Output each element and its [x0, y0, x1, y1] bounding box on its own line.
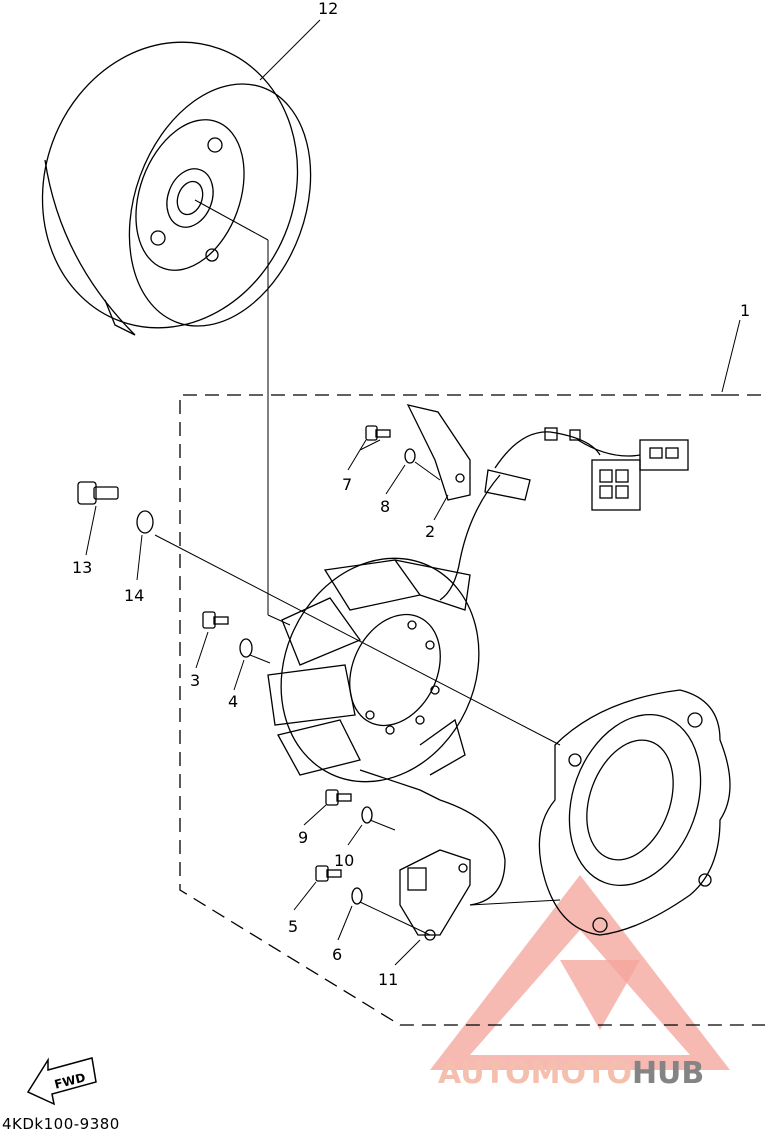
callout-14: 14: [124, 586, 144, 605]
washer-14: [136, 510, 154, 534]
screw-5: [315, 865, 342, 882]
fwd-direction-arrow: FWD: [26, 1057, 97, 1106]
washer-6: [351, 887, 363, 905]
bolt-13: [77, 481, 119, 505]
washer-4: [239, 638, 253, 658]
callout-6: 6: [332, 945, 342, 964]
flywheel-rotor: [41, 41, 312, 336]
callout-8: 8: [380, 497, 390, 516]
screw-3: [202, 611, 229, 629]
washer-10: [361, 806, 373, 824]
generator-cover: [538, 689, 731, 936]
callout-2: 2: [425, 522, 435, 541]
axis-lines: [154, 199, 561, 936]
leader-lines: [85, 19, 741, 966]
callout-7: 7: [342, 475, 352, 494]
callout-12: 12: [318, 0, 338, 18]
connector-plug-large: [591, 459, 641, 511]
callout-9: 9: [298, 828, 308, 847]
callout-1: 1: [740, 301, 750, 320]
bracket-2: [406, 404, 471, 501]
callout-10: 10: [334, 851, 354, 870]
screw-7: [365, 425, 391, 441]
watermark-brand-part1: AUTOMOTO: [438, 1056, 632, 1091]
callout-11: 11: [378, 970, 398, 989]
pickup-coil-11: [399, 849, 471, 941]
stator-coil: [267, 557, 480, 783]
watermark-logo: AUTOMOTOHUB: [430, 875, 730, 1091]
pickup-wire: [359, 769, 506, 906]
connector-plug-small: [639, 439, 689, 471]
callout-13: 13: [72, 558, 92, 577]
callout-3: 3: [190, 671, 200, 690]
screw-9: [325, 789, 352, 806]
assembly-dashed-boundary: [179, 394, 765, 1026]
callout-5: 5: [288, 917, 298, 936]
washer-8: [404, 448, 416, 464]
callout-4: 4: [228, 692, 238, 711]
svg-text:AUTOMOTOHUB: AUTOMOTOHUB: [438, 1056, 704, 1091]
wire-harness: [439, 427, 641, 601]
part-reference-code: 4KDk100-9380: [2, 1115, 120, 1133]
watermark-brand-part2: HUB: [632, 1056, 704, 1091]
